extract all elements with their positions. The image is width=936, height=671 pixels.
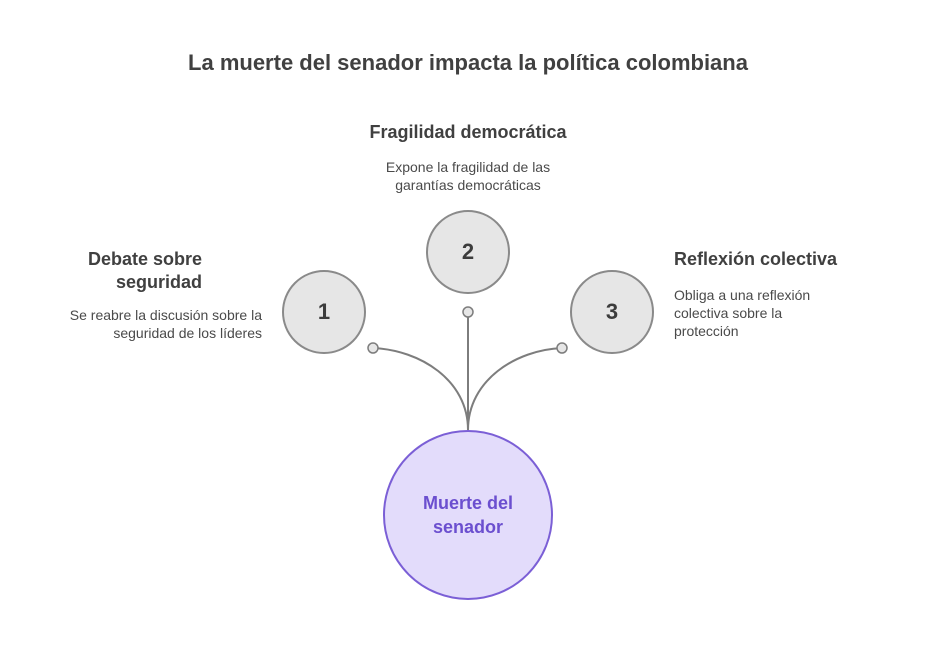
node-3-number: 3 (605, 299, 619, 324)
connector-dot-2 (462, 306, 474, 318)
connector-dot-1 (367, 342, 379, 354)
node-2-circle: 2 (426, 210, 510, 294)
node-3-heading: Reflexión colectiva (674, 249, 838, 269)
node-3-description: Obliga a una reflexión colectiva sobre l… (674, 287, 811, 339)
node-2-heading: Fragilidad democrática (369, 122, 567, 142)
node-1-number: 1 (317, 299, 331, 324)
node-2-description: Expone la fragilidad de las garantías de… (385, 159, 551, 193)
diagram-title: La muerte del senador impacta la polític… (188, 50, 748, 75)
node-2-number: 2 (461, 239, 475, 264)
center-circle: Muerte del senador (383, 430, 553, 600)
node-1-description: Se reabre la discusión sobre la segurida… (69, 307, 262, 341)
connector-dot-3 (556, 342, 568, 354)
connector-1 (372, 347, 469, 431)
node-1-heading: Debate sobre seguridad (87, 249, 202, 292)
center-label: Muerte del senador (422, 493, 514, 537)
connector-3 (467, 347, 563, 431)
node-1-circle: 1 (282, 270, 366, 354)
node-3-circle: 3 (570, 270, 654, 354)
